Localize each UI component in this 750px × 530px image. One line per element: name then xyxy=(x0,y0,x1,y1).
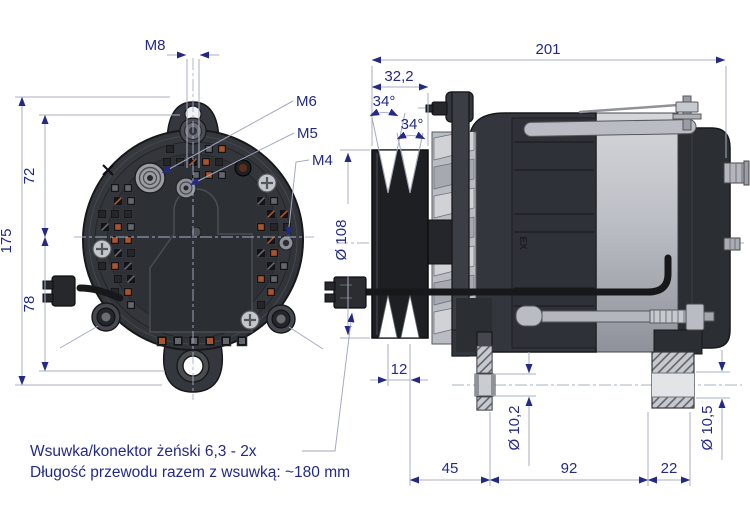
dim-92: 92 xyxy=(489,412,649,486)
dim-32-2-label: 32,2 xyxy=(384,68,413,85)
dim-45-label: 45 xyxy=(442,460,459,477)
label-m5-text: M5 xyxy=(297,125,318,142)
dim-22-label: 22 xyxy=(661,460,678,477)
note-line-2: Długość przewodu razem z wsuwką: ~180 mm xyxy=(30,464,350,481)
ear-leader-left xyxy=(59,325,99,349)
dim-m8-label: M8 xyxy=(145,37,166,54)
through-bolt-ear-left xyxy=(91,302,121,332)
x-mark xyxy=(102,164,114,176)
dim-angle-2: 34° xyxy=(396,116,426,194)
dim-m8: M8 xyxy=(145,37,219,168)
dim-45: 45 xyxy=(409,460,491,484)
phillips-screw xyxy=(257,173,277,193)
front-dimensions: M8 175 72 78 M6 M5 xyxy=(0,37,333,400)
dim-22: 22 xyxy=(647,412,691,486)
dim-201: 201 xyxy=(371,41,727,158)
terminal-m6 xyxy=(134,162,166,194)
side-view: EX xyxy=(324,91,750,411)
dim-175: 175 xyxy=(0,96,170,386)
dim-72-label: 72 xyxy=(21,168,38,185)
note-leader xyxy=(302,312,355,452)
dim-hole-10-5-label: Ø 10,5 xyxy=(699,405,716,450)
rear-housing xyxy=(677,127,731,349)
wire-front xyxy=(76,284,124,302)
vent-holes-bottom xyxy=(156,335,248,347)
notes: Wsuwka/konektor żeński 6,3 - 2x Długość … xyxy=(30,312,355,481)
rear-terminal-stud-upper xyxy=(723,160,750,186)
connector-side xyxy=(324,276,367,309)
dim-12-label: 12 xyxy=(391,361,408,378)
label-m4-text: M4 xyxy=(312,152,333,169)
front-mounting-foot xyxy=(456,298,496,411)
body-marking-label: EX xyxy=(517,236,528,250)
rear-cover-plate xyxy=(149,188,253,333)
phillips-screw xyxy=(240,310,260,330)
phillips-screw xyxy=(92,239,112,259)
dim-12: 12 xyxy=(370,344,428,486)
side-dimensions: 201 32,2 34° 34° Ø 108 xyxy=(333,41,730,486)
dim-angle-1: 34° xyxy=(369,93,406,194)
pulley xyxy=(371,149,429,339)
dim-angle-2-label: 34° xyxy=(401,116,424,133)
dim-92-label: 92 xyxy=(561,460,578,477)
pulley-hub xyxy=(427,219,455,265)
dim-32-2: 32,2 xyxy=(371,68,429,146)
rear-mounting-boss xyxy=(651,329,703,409)
terminal-dark xyxy=(234,159,252,177)
adjusting-bolt xyxy=(515,303,715,331)
dim-angle-1-label: 34° xyxy=(373,93,396,110)
front-view xyxy=(42,101,304,393)
connector-front xyxy=(42,275,76,307)
label-m6: M6 xyxy=(161,93,317,174)
dim-175-label: 175 xyxy=(0,228,15,253)
ear-leader-right xyxy=(288,326,324,350)
dim-78-label: 78 xyxy=(21,296,38,313)
label-m5: M5 xyxy=(189,125,318,186)
terminal-m4 xyxy=(278,235,294,251)
dim-201-label: 201 xyxy=(535,41,560,58)
dim-hole-10-2-label: Ø 10,2 xyxy=(506,405,523,450)
top-terminal-bolt xyxy=(672,95,702,131)
wire-side xyxy=(362,254,672,296)
label-m4: M4 xyxy=(285,152,333,237)
cover-center-bolt xyxy=(190,226,202,238)
dim-72: 72 xyxy=(21,114,180,238)
top-strap xyxy=(523,119,697,137)
dim-hole-10-2: Ø 10,2 xyxy=(494,352,536,466)
note-line-1: Wsuwka/konektor żeński 6,3 - 2x xyxy=(30,443,257,460)
dim-diameter-108: Ø 108 xyxy=(333,149,370,339)
dim-diameter-108-label: Ø 108 xyxy=(333,220,350,261)
dim-hole-10-5: Ø 10,5 xyxy=(696,350,730,460)
through-bolt-ear-right xyxy=(266,304,296,334)
label-m6-text: M6 xyxy=(296,93,317,110)
rear-terminal-stud-lower xyxy=(723,237,741,251)
dim-78: 78 xyxy=(21,236,165,372)
